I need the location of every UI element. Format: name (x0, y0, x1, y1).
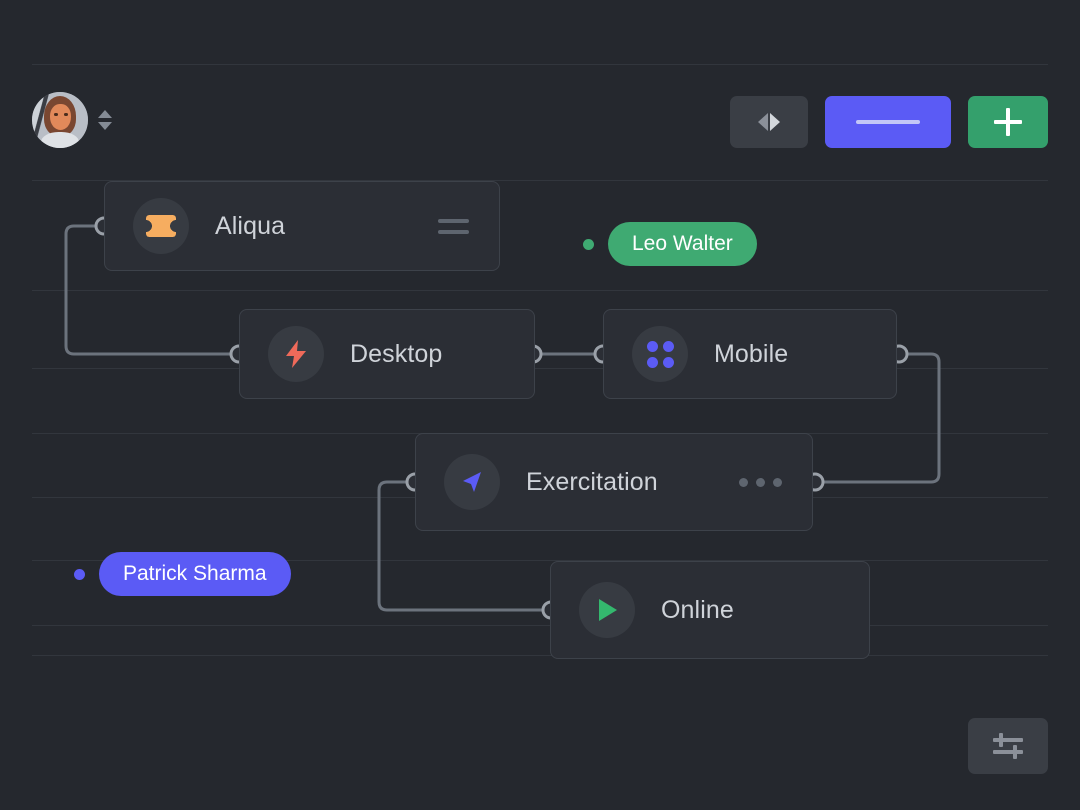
minus-icon (856, 120, 920, 124)
play-triangle-icon (579, 582, 635, 638)
node-label: Mobile (714, 339, 789, 368)
pill-leo-walter-wrap: Leo Walter (583, 222, 757, 266)
toolbar-buttons (730, 96, 1048, 148)
node-exercitation[interactable]: Exercitation (415, 433, 813, 531)
pill-connector-dot (583, 238, 594, 250)
triangle-down-icon[interactable] (98, 122, 112, 130)
node-label: Aliqua (215, 211, 286, 240)
pill-leo-walter[interactable]: Leo Walter (608, 222, 757, 266)
toolbar (0, 86, 1080, 162)
settings-button[interactable] (968, 718, 1048, 774)
add-node-button[interactable] (968, 96, 1048, 148)
node-aliqua[interactable]: Aliqua (104, 181, 500, 271)
collapse-button[interactable] (825, 96, 951, 148)
plus-icon (994, 108, 1022, 136)
lightning-bolt-icon (268, 326, 324, 382)
navigation-cursor-icon (444, 454, 500, 510)
grid-line (32, 290, 1048, 291)
node-label: Exercitation (526, 467, 658, 496)
four-dots-grid-icon (632, 326, 688, 382)
node-online[interactable]: Online (550, 561, 870, 659)
avatar-group[interactable] (32, 92, 112, 148)
grid-line (32, 64, 1048, 65)
sliders-icon (993, 733, 1023, 759)
hamburger-menu-icon[interactable] (438, 218, 469, 234)
grid-line (32, 625, 1048, 626)
pill-connector-dot (74, 568, 85, 580)
grid-line (32, 655, 1048, 656)
three-dots-icon[interactable] (739, 477, 782, 487)
node-desktop[interactable]: Desktop (239, 309, 535, 399)
node-label: Online (661, 595, 734, 624)
pill-patrick-sharma[interactable]: Patrick Sharma (99, 552, 291, 596)
node-mobile[interactable]: Mobile (603, 309, 897, 399)
left-right-arrows-icon (758, 113, 780, 131)
pill-patrick-sharma-wrap: Patrick Sharma (74, 552, 291, 596)
nav-toggle-button[interactable] (730, 96, 808, 148)
avatar-stepper[interactable] (98, 110, 112, 130)
triangle-up-icon[interactable] (98, 110, 112, 118)
ticket-icon (133, 198, 189, 254)
node-label: Desktop (350, 339, 443, 368)
user-avatar[interactable] (32, 92, 88, 148)
